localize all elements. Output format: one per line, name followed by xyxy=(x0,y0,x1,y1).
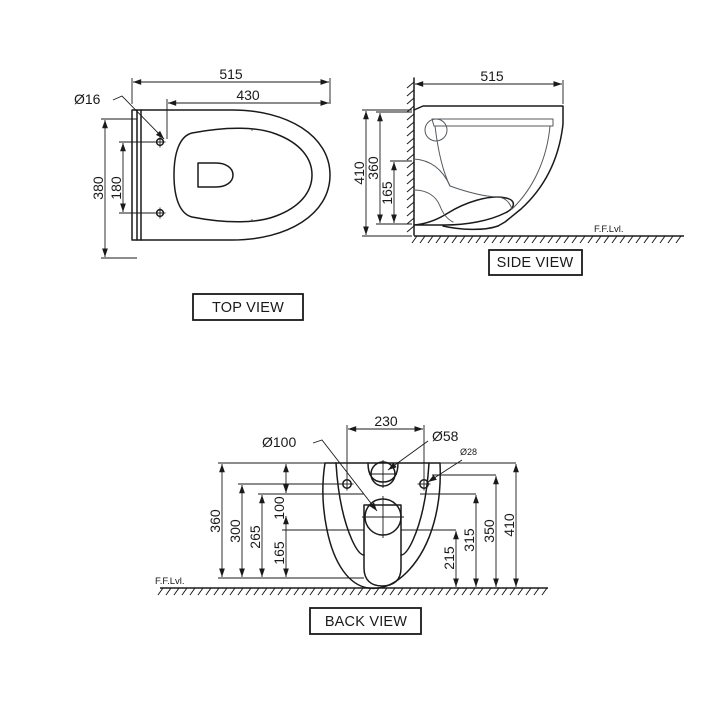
back-view-dim-410 xyxy=(440,462,519,587)
back-view-flush-inlet xyxy=(367,460,399,488)
back-view-dim-100 xyxy=(282,462,364,495)
back-view-dim-265-label: 265 xyxy=(247,525,263,549)
top-view-rim-ref-dot-upper xyxy=(251,129,253,131)
side-view-dim-165 xyxy=(390,160,412,225)
top-view-pan-outline xyxy=(131,109,331,241)
back-view-bolt-hole-right xyxy=(417,477,431,491)
top-view-dim-380 xyxy=(101,118,137,259)
side-view-dim-515-label: 515 xyxy=(480,68,504,84)
top-view-group: Ø16 515 430 380 xyxy=(74,66,331,321)
side-view-ffl-label: F.F.Lvl. xyxy=(594,224,624,235)
side-view-pan-outline xyxy=(413,105,564,231)
back-view-d100-label: Ø100 xyxy=(262,434,296,450)
side-view-dim-410-label: 410 xyxy=(351,161,367,185)
top-view-bowl-rim xyxy=(173,127,313,223)
top-view-label-box xyxy=(192,293,304,321)
back-view-d28-label: Ø28 xyxy=(460,447,477,457)
back-view-dim-350 xyxy=(432,474,499,587)
top-view-fixing-hole-upper xyxy=(154,136,166,148)
back-view-dim-215-label: 215 xyxy=(441,546,457,570)
side-view-dim-410 xyxy=(362,109,412,237)
back-view-dim-315-label: 315 xyxy=(461,528,477,552)
back-view-d28-leader xyxy=(427,459,463,483)
side-view-floor-level xyxy=(411,235,684,244)
back-view-floor-level xyxy=(157,587,548,596)
top-view-d16-leader xyxy=(112,95,165,140)
side-view-group: F.F.Lvl. 515 410 360 xyxy=(351,68,684,276)
side-view-dim-165-label: 165 xyxy=(379,181,395,205)
side-view-label-box xyxy=(488,249,583,276)
back-view-dim-300-label: 300 xyxy=(227,519,243,543)
back-view-dim-230 xyxy=(346,425,425,478)
back-view-dim-215 xyxy=(401,529,459,587)
back-view-d58-leader xyxy=(387,440,429,471)
top-view-dim-430-label: 430 xyxy=(236,87,260,103)
top-view-dim-380-label: 380 xyxy=(90,176,106,200)
back-view-label-box xyxy=(309,607,422,635)
back-view-waste-outlet xyxy=(362,496,404,587)
top-view-fixing-hole-lower xyxy=(154,207,166,219)
top-view-flush-aperture xyxy=(197,162,234,188)
side-view-label: SIDE VIEW xyxy=(497,255,574,271)
back-view-group: Ø100 Ø58 Ø28 230 xyxy=(155,413,548,635)
side-view-dim-360-label: 360 xyxy=(365,156,381,180)
top-view-dim-180 xyxy=(119,141,155,214)
back-view-dim-410-label: 410 xyxy=(501,513,517,537)
top-view-rim-ref-dot-lower xyxy=(251,219,253,221)
top-view-dim-515-label: 515 xyxy=(219,66,243,82)
back-view-dim-100-label: 100 xyxy=(271,496,287,520)
side-view-internal-contours xyxy=(413,118,554,223)
top-view-dim-430 xyxy=(166,99,331,139)
top-view-label: TOP VIEW xyxy=(212,300,284,316)
back-view-dim-315 xyxy=(420,493,479,587)
back-view-dim-165-label: 165 xyxy=(271,541,287,565)
back-view-dim-360-label: 360 xyxy=(207,509,223,533)
top-view-d16-label: Ø16 xyxy=(74,91,101,107)
back-view-label: BACK VIEW xyxy=(325,614,407,630)
back-view-d100-leader xyxy=(312,439,378,512)
side-view-wall-hatch xyxy=(406,77,415,236)
back-view-dim-350-label: 350 xyxy=(481,519,497,543)
side-view-dim-515 xyxy=(414,80,564,104)
back-view-dim-165 xyxy=(282,515,364,579)
back-view-dim-230-label: 230 xyxy=(374,413,398,429)
back-view-d58-label: Ø58 xyxy=(432,428,459,444)
top-view-dim-180-label: 180 xyxy=(108,176,124,200)
back-view-ffl-label: F.F.Lvl. xyxy=(155,576,185,587)
